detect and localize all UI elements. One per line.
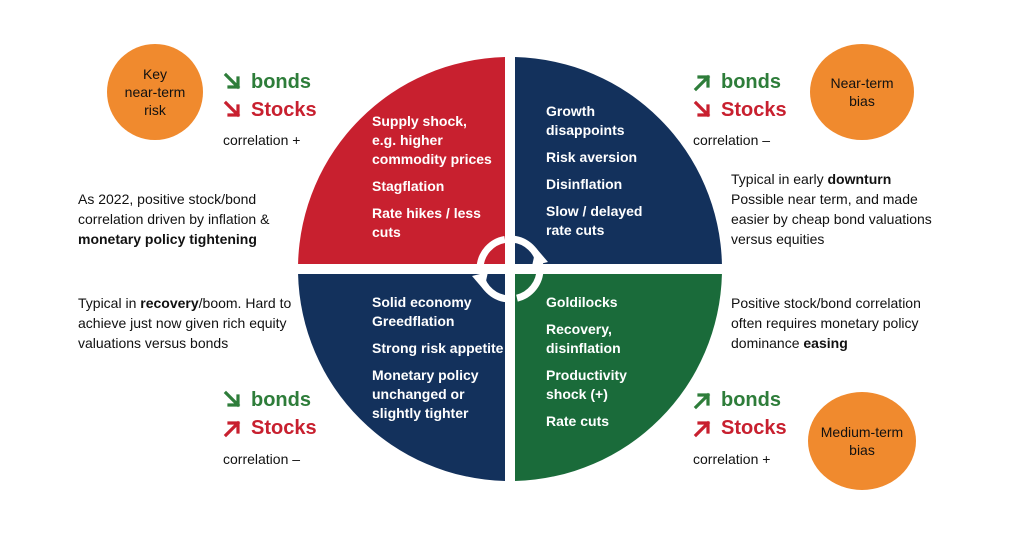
note-top-right: Typical in early downturn Possible near … (731, 169, 946, 249)
arrow-down-right-icon (693, 100, 711, 118)
badge-label: Near-term bias (830, 75, 894, 109)
bottom-left-bonds-row: bonds (223, 388, 311, 412)
top-right-stocks-row: Stocks (693, 98, 787, 122)
quadrant-item: Monetary policy unchanged or slightly ti… (372, 367, 479, 421)
quadrant-item: Disinflation (546, 176, 623, 192)
cycle-icon (472, 235, 548, 303)
quadrant-item: Solid economy Greedflation (372, 294, 472, 329)
quadrant-item: Productivity shock (+) (546, 367, 627, 402)
arrow-up-right-icon (223, 420, 241, 438)
quadrant-shapes (298, 57, 722, 481)
quadrant-item: Rate cuts (546, 413, 610, 429)
bonds-label: bonds (251, 389, 311, 411)
note-bottom-right: Positive stock/bond correlation often re… (731, 293, 946, 353)
badge-medium-term-bias: Medium-term bias (808, 392, 916, 490)
bottom-right-stocks-row: Stocks (693, 416, 787, 440)
arrow-down-right-icon (223, 100, 241, 118)
bonds-label: bonds (721, 71, 781, 93)
quadrant-bottom-left-text: Solid economy Greedflation Strong risk a… (372, 293, 512, 431)
arrow-up-right-icon (693, 392, 711, 410)
note-bold: recovery (140, 295, 199, 311)
badge-label: Key near-term risk (124, 66, 186, 118)
quadrant-item: Stagflation (372, 178, 445, 194)
quadrant-item: Strong risk appetite (372, 340, 504, 356)
note-bold: easing (803, 335, 848, 351)
bonds-label: bonds (721, 389, 781, 411)
quadrant-top-left-text: Supply shock, e.g. higher commodity pric… (372, 112, 507, 250)
bonds-label: bonds (251, 71, 311, 93)
quadrant-item: Risk aversion (546, 149, 638, 165)
arrow-up-right-icon (693, 420, 711, 438)
quadrant-item: Rate hikes / less cuts (372, 205, 481, 240)
bottom-right-bonds-row: bonds (693, 388, 781, 412)
quadrant-bottom-right (515, 274, 722, 481)
quadrant-top-right-text: Growth disappoints Risk aversion Disinfl… (546, 102, 686, 248)
stocks-label: Stocks (721, 417, 787, 439)
top-right-correlation: correlation – (693, 132, 771, 148)
note-text: Typical in (78, 295, 141, 311)
note-text: As 2022, positive stock/bond correlation… (78, 191, 270, 227)
arrow-down-right-icon (223, 390, 241, 408)
top-left-stocks-row: Stocks (223, 98, 317, 122)
top-left-correlation: correlation + (223, 132, 301, 148)
note-bottom-left: Typical in recovery/boom. Hard to achiev… (78, 293, 293, 353)
note-text: Positive stock/bond correlation often re… (731, 295, 921, 351)
note-text: /boom. Hard to achieve just now given ri… (78, 295, 292, 351)
top-right-bonds-row: bonds (693, 70, 781, 94)
note-text: Possible near term, and made easier by c… (731, 191, 932, 247)
quadrant-top-left (298, 57, 505, 264)
quadrant-bottom-right-text: Goldilocks Recovery, disinflation Produc… (546, 293, 686, 439)
note-top-left: As 2022, positive stock/bond correlation… (78, 189, 293, 249)
note-bold: monetary policy tightening (78, 231, 257, 247)
quadrant-item: Slow / delayed rate cuts (546, 203, 643, 238)
stocks-label: Stocks (721, 99, 787, 121)
arrow-down-right-icon (223, 72, 241, 90)
bottom-left-correlation: correlation – (223, 451, 301, 467)
note-bold: downturn (827, 171, 892, 187)
quadrant-top-right (515, 57, 722, 264)
note-text: Typical in early (731, 171, 828, 187)
stocks-label: Stocks (251, 417, 317, 439)
quadrant-item: Growth disappoints (546, 103, 625, 138)
badge-key-near-term-risk: Key near-term risk (107, 44, 203, 140)
quadrant-item: Recovery, disinflation (546, 321, 621, 356)
quadrant-bottom-left (298, 274, 505, 481)
badge-label: Medium-term bias (820, 424, 904, 458)
bottom-left-stocks-row: Stocks (223, 416, 317, 440)
top-left-bonds-row: bonds (223, 70, 311, 94)
quadrant-item: Goldilocks (546, 294, 618, 310)
badge-near-term-bias: Near-term bias (810, 44, 914, 140)
quadrant-item: Supply shock, e.g. higher commodity pric… (372, 113, 492, 167)
bottom-right-correlation: correlation + (693, 451, 771, 467)
arrow-up-right-icon (693, 74, 711, 92)
stocks-label: Stocks (251, 99, 317, 121)
